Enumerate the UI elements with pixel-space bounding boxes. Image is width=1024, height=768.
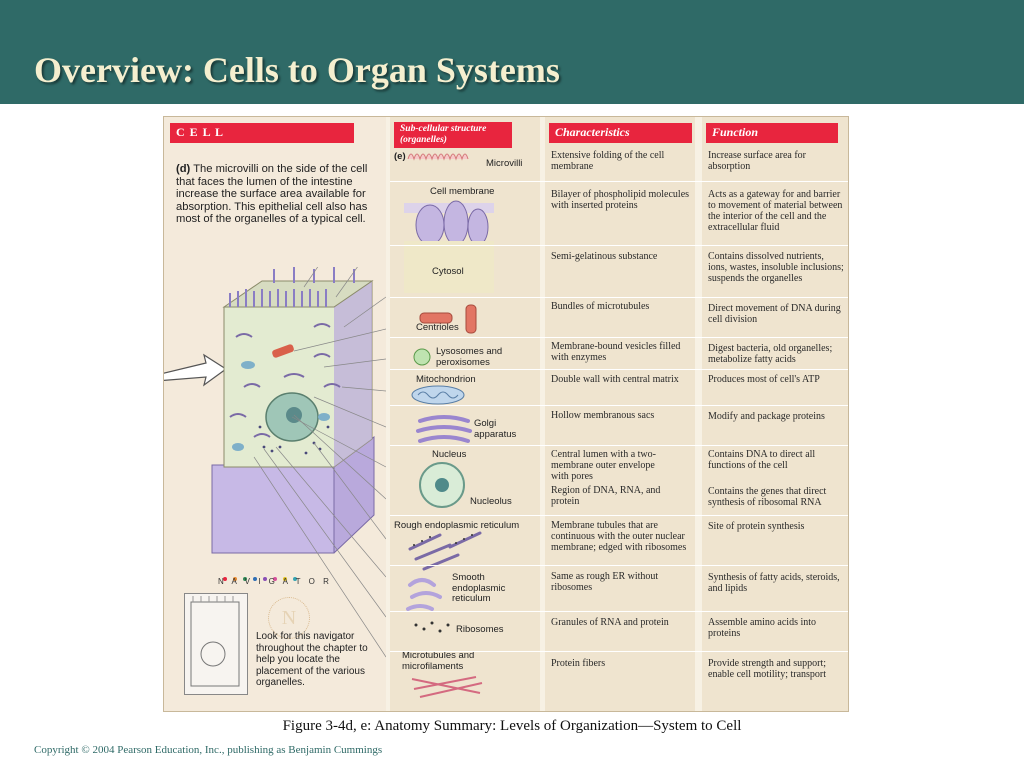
- label-microtubules: Microtubules and microfilaments: [402, 650, 475, 672]
- label-centrioles: Centrioles: [416, 322, 459, 333]
- func-golgi: Modify and package proteins: [708, 411, 825, 422]
- cell-description-text: The microvilli on the side of the cell t…: [176, 163, 368, 226]
- navigator-cell-thumbnail: [184, 593, 248, 695]
- func-microvilli: Increase surface area for absorption: [708, 150, 806, 172]
- func-cell-membrane: Acts as a gateway for and barrier to mov…: [708, 189, 843, 233]
- cell-description: (d) The microvilli on the side of the ce…: [176, 163, 376, 226]
- copyright-notice: Copyright © 2004 Pearson Education, Inc.…: [34, 744, 383, 756]
- func-mitochondrion: Produces most of cell's ATP: [708, 374, 820, 385]
- func-microtubules: Provide strength and support; enable cel…: [708, 658, 827, 680]
- title-bar: Overview: Cells to Organ Systems: [0, 0, 1024, 104]
- char-microtubules: Protein fibers: [551, 658, 606, 669]
- func-lysosomes: Digest bacteria, old organelles; metabol…: [708, 343, 833, 365]
- cell-description-label: (d): [176, 163, 191, 175]
- label-nucleus: Nucleus: [432, 449, 467, 460]
- func-nucleolus: Contains the genes that direct synthesis…: [708, 486, 827, 508]
- function-column: Function Increase surface area for absor…: [702, 117, 848, 711]
- figure-caption: Figure 3-4d, e: Anatomy Summary: Levels …: [282, 718, 742, 734]
- func-smooth-er: Synthesis of fatty acids, steroids, and …: [708, 572, 840, 594]
- label-microvilli: Microvilli: [486, 158, 523, 169]
- structure-header: Sub-cellular structure (organelles): [394, 122, 512, 148]
- label-golgi: Golgi apparatus: [474, 418, 517, 440]
- label-rough-er: Rough endoplasmic reticulum: [394, 520, 520, 531]
- label-mitochondrion: Mitochondrion: [416, 374, 476, 385]
- func-rough-er: Site of protein synthesis: [708, 521, 805, 532]
- cell-panel: C E L L (d) The microvilli on the side o…: [164, 117, 386, 711]
- characteristics-header: Characteristics: [549, 123, 692, 143]
- func-nucleus: Contains DNA to direct all functions of …: [708, 449, 816, 471]
- char-lysosomes: Membrane-bound vesicles filled with enzy…: [551, 341, 681, 363]
- label-cytosol: Cytosol: [432, 266, 464, 277]
- char-smooth-er: Same as rough ER without ribosomes: [551, 571, 659, 593]
- navigator-dots: [222, 569, 302, 587]
- char-rough-er: Membrane tubules that are continuous wit…: [551, 520, 687, 553]
- structure-label: (e): [394, 151, 406, 162]
- char-ribosomes: Granules of RNA and protein: [551, 617, 669, 628]
- navigator-title: N A V I G A T O R: [218, 577, 332, 586]
- char-centrioles: Bundles of microtubules: [551, 301, 650, 312]
- char-nucleus: Central lumen with a two-membrane outer …: [551, 449, 656, 482]
- label-nucleolus: Nucleolus: [470, 496, 512, 507]
- label-ribosomes: Ribosomes: [456, 624, 504, 635]
- label-cell-membrane: Cell membrane: [430, 186, 495, 197]
- char-nucleolus: Region of DNA, RNA, and protein: [551, 485, 661, 507]
- slide-title: Overview: Cells to Organ Systems: [34, 50, 560, 90]
- label-smooth-er: Smooth endoplasmic reticulum: [452, 572, 506, 604]
- char-mitochondrion: Double wall with central matrix: [551, 374, 679, 385]
- navigator-text: Look for this navigator throughout the c…: [256, 631, 368, 688]
- char-microvilli: Extensive folding of the cell membrane: [551, 150, 665, 172]
- char-cell-membrane: Bilayer of phospholipid molecules with i…: [551, 189, 690, 211]
- navigator-badge: N: [268, 597, 310, 639]
- func-ribosomes: Assemble amino acids into proteins: [708, 617, 817, 639]
- func-centrioles: Direct movement of DNA during cell divis…: [708, 303, 841, 325]
- function-header: Function: [706, 123, 838, 143]
- organelle-illustrations: [404, 153, 494, 698]
- characteristics-column: Characteristics Extensive folding of the…: [545, 117, 695, 711]
- char-cytosol: Semi-gelatinous substance: [551, 251, 658, 262]
- cell-header: C E L L: [170, 123, 354, 143]
- epithelial-cell-illustration: [164, 267, 386, 658]
- func-cytosol: Contains dissolved nutrients, ions, wast…: [708, 251, 844, 284]
- anatomy-figure: C E L L (d) The microvilli on the side o…: [163, 116, 849, 712]
- structure-column: Sub-cellular structure (organelles) (e): [390, 117, 540, 711]
- char-golgi: Hollow membranous sacs: [551, 410, 655, 421]
- label-lysosomes: Lysosomes and peroxisomes: [436, 346, 503, 368]
